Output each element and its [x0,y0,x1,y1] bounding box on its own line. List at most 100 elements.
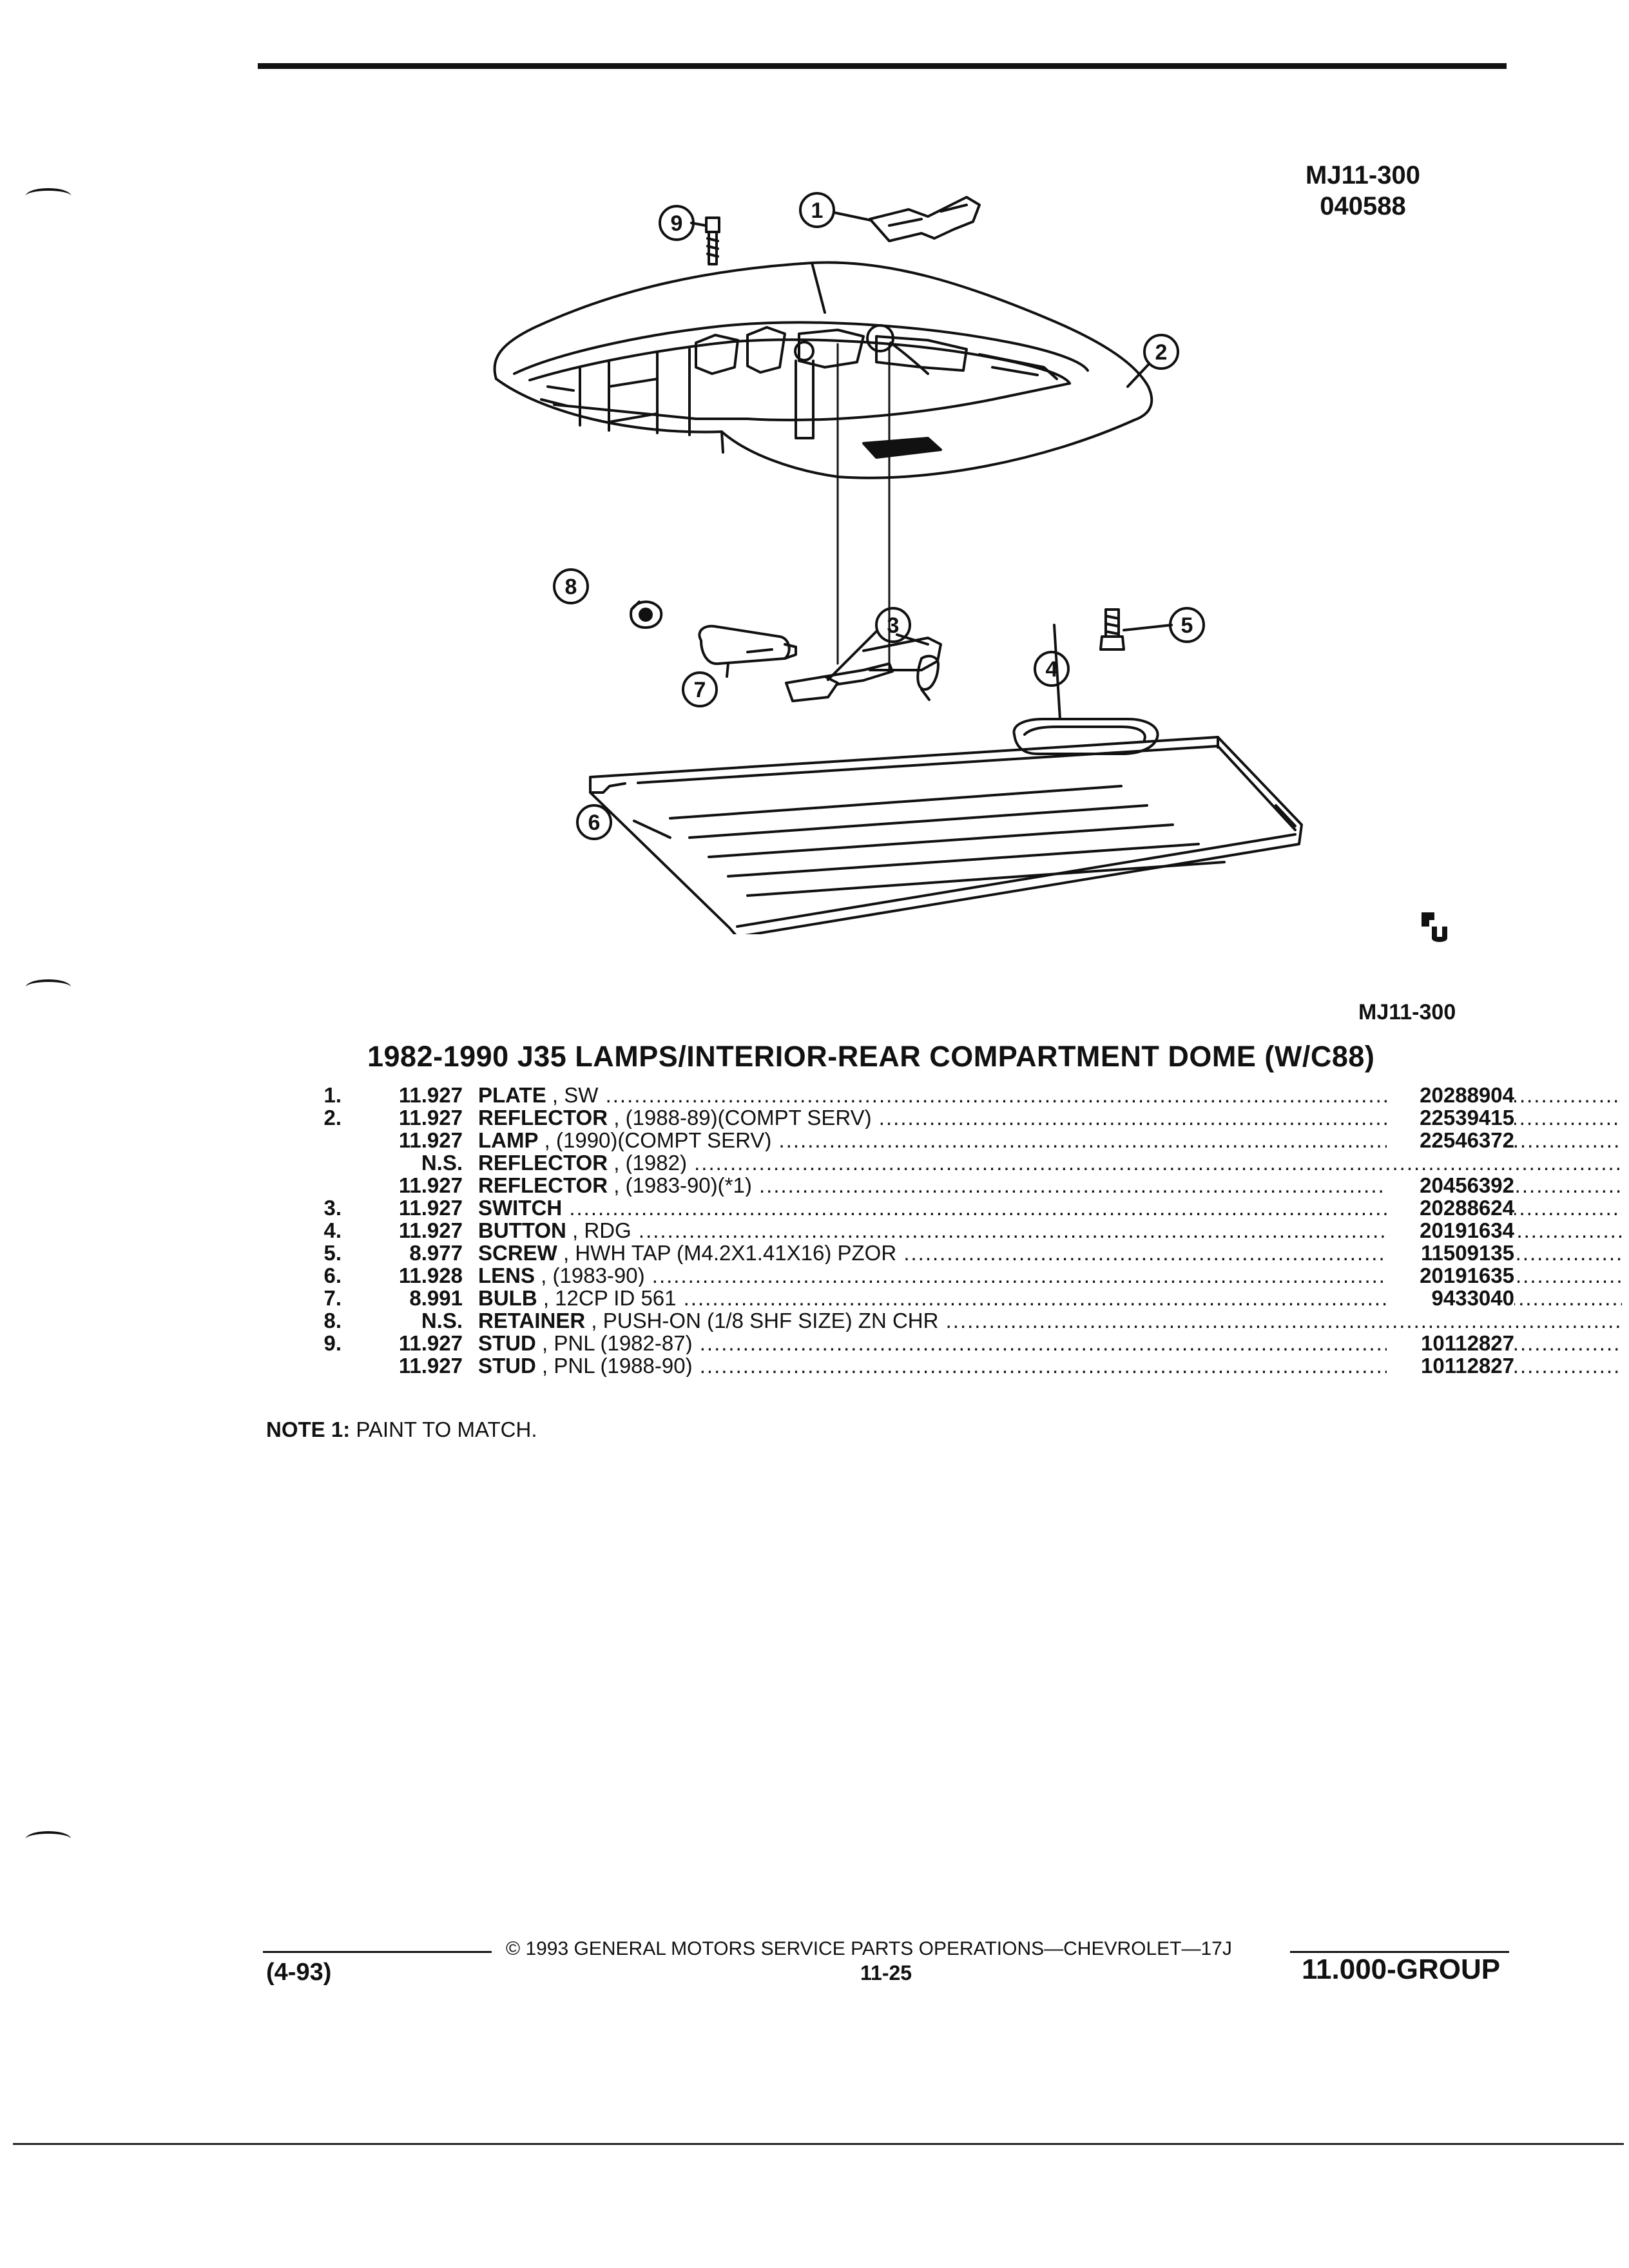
part-name: BUTTON [478,1219,566,1242]
svg-text:8: 8 [565,575,577,599]
callout-markers: 1 9 2 8 3 5 7 4 6 [553,192,1205,840]
part-name: RETAINER [478,1309,586,1332]
group-number: 11.927 [398,1128,463,1152]
footer-date-code: (4-93) [266,1959,332,1986]
part-number: 22546372 [1387,1129,1514,1151]
callout-9: 9 [659,205,695,241]
group-number: N.S. [421,1151,463,1175]
footnote: NOTE 1: PAINT TO MATCH. [266,1418,537,1442]
button-part [1012,718,1159,755]
binder-hole-mark [26,1831,71,1847]
plate-part [869,196,981,242]
callout-7: 7 [682,671,718,707]
part-detail: , RDG [566,1219,631,1242]
part-description: PLATE , SW [478,1084,1622,1106]
svg-text:4: 4 [1046,657,1058,682]
callout-3: 3 [875,607,911,643]
part-description: REFLECTOR , (1983-90)(*1) [478,1174,1622,1196]
part-name: REFLECTOR [478,1106,608,1129]
item-number: 3. [323,1196,342,1220]
item-number: 7. [323,1286,342,1310]
group-number: 11.927 [398,1331,463,1355]
group-number: 8.977 [409,1241,463,1265]
parts-row: N.S. REFLECTOR , (1982) [277,1151,1514,1174]
group-number: 11.927 [398,1354,463,1378]
lens-part [589,736,1303,934]
top-rule [258,63,1507,69]
part-detail: , (1983-90) [535,1264,645,1287]
group-number: 11.928 [398,1264,463,1287]
part-detail: , PNL (1988-90) [535,1354,693,1377]
item-number: 9. [323,1331,342,1355]
part-description: REFLECTOR , (1988-89)(COMPT SERV) [478,1106,1622,1129]
parts-list-title: 1982-1990 J35 LAMPS/INTERIOR-REAR COMPAR… [367,1040,1375,1073]
note-label: NOTE 1: [266,1418,351,1441]
illustration-date: 040588 [1320,192,1406,220]
part-description: BULB , 12CP ID 561 [478,1287,1622,1309]
svg-text:5: 5 [1181,613,1193,638]
parts-row: 8.N.S.RETAINER , PUSH-ON (1/8 SHF SIZE) … [277,1309,1514,1332]
svg-text:7: 7 [694,678,706,702]
svg-text:1: 1 [811,198,824,223]
group-number: N.S. [421,1309,463,1332]
part-description: LAMP , (1990)(COMPT SERV) [478,1129,1622,1151]
part-name: STUD [478,1332,536,1354]
part-detail: , (1982) [608,1151,687,1174]
part-name: REFLECTOR [478,1151,608,1174]
footer-rule-right [1290,1951,1509,1953]
bulb-part [698,624,797,666]
callout-6: 6 [576,804,612,840]
group-number: 11.927 [398,1106,463,1129]
part-name: SWITCH [478,1196,563,1219]
part-number: 20288624 [1387,1196,1514,1219]
part-description: SWITCH [478,1196,1622,1219]
footer-page-number: 11-25 [860,1961,912,1984]
part-description: STUD , PNL (1988-90) [478,1354,1622,1377]
footer-group: 11.000-GROUP [1302,1954,1501,1985]
binder-hole-mark [26,979,71,995]
illustration-code-caption: MJ11-300 [1358,1000,1456,1024]
part-description: REFLECTOR , (1982) [478,1151,1622,1174]
item-number: 2. [323,1106,342,1129]
note-text: PAINT TO MATCH. [356,1418,537,1441]
part-detail: , SW [546,1084,599,1106]
part-detail: , PNL (1982-87) [535,1332,693,1354]
stud-part [705,216,720,265]
callout-4: 4 [1034,651,1070,687]
parts-row: 11.927 LAMP , (1990)(COMPT SERV) 22546372 [277,1129,1514,1151]
part-description: STUD , PNL (1982-87) [478,1332,1622,1354]
part-name: PLATE [478,1084,546,1106]
group-number: 11.927 [398,1218,463,1242]
part-name: BULB [478,1287,537,1309]
part-description: RETAINER , PUSH-ON (1/8 SHF SIZE) ZN CHR [478,1309,1622,1332]
item-number: 8. [323,1309,342,1332]
svg-text:3: 3 [887,613,900,638]
part-detail: , HWH TAP (M4.2X1.41X16) PZOR [557,1242,897,1264]
callout-2: 2 [1143,334,1179,370]
part-description: LENS , (1983-90) [478,1264,1622,1287]
exploded-diagram: 1 9 2 8 3 5 7 4 6 [493,192,1303,934]
item-number: 1. [323,1083,342,1107]
part-name: REFLECTOR [478,1174,608,1196]
part-number: 10112827 [1387,1354,1514,1377]
binder-hole-mark [26,188,71,204]
callout-5: 5 [1169,607,1205,643]
part-name: SCREW [478,1242,557,1264]
item-number: 6. [323,1264,342,1287]
part-name: LAMP [478,1129,539,1151]
dome-housing [493,261,1153,479]
leader-lines [630,211,1173,839]
part-detail: , (1983-90)(*1) [608,1174,752,1196]
bottom-rule [13,2143,1624,2145]
part-detail: , (1990)(COMPT SERV) [538,1129,772,1151]
parts-row: 3.11.927SWITCH20288624 [277,1196,1514,1219]
part-number: 22539415 [1387,1106,1514,1129]
